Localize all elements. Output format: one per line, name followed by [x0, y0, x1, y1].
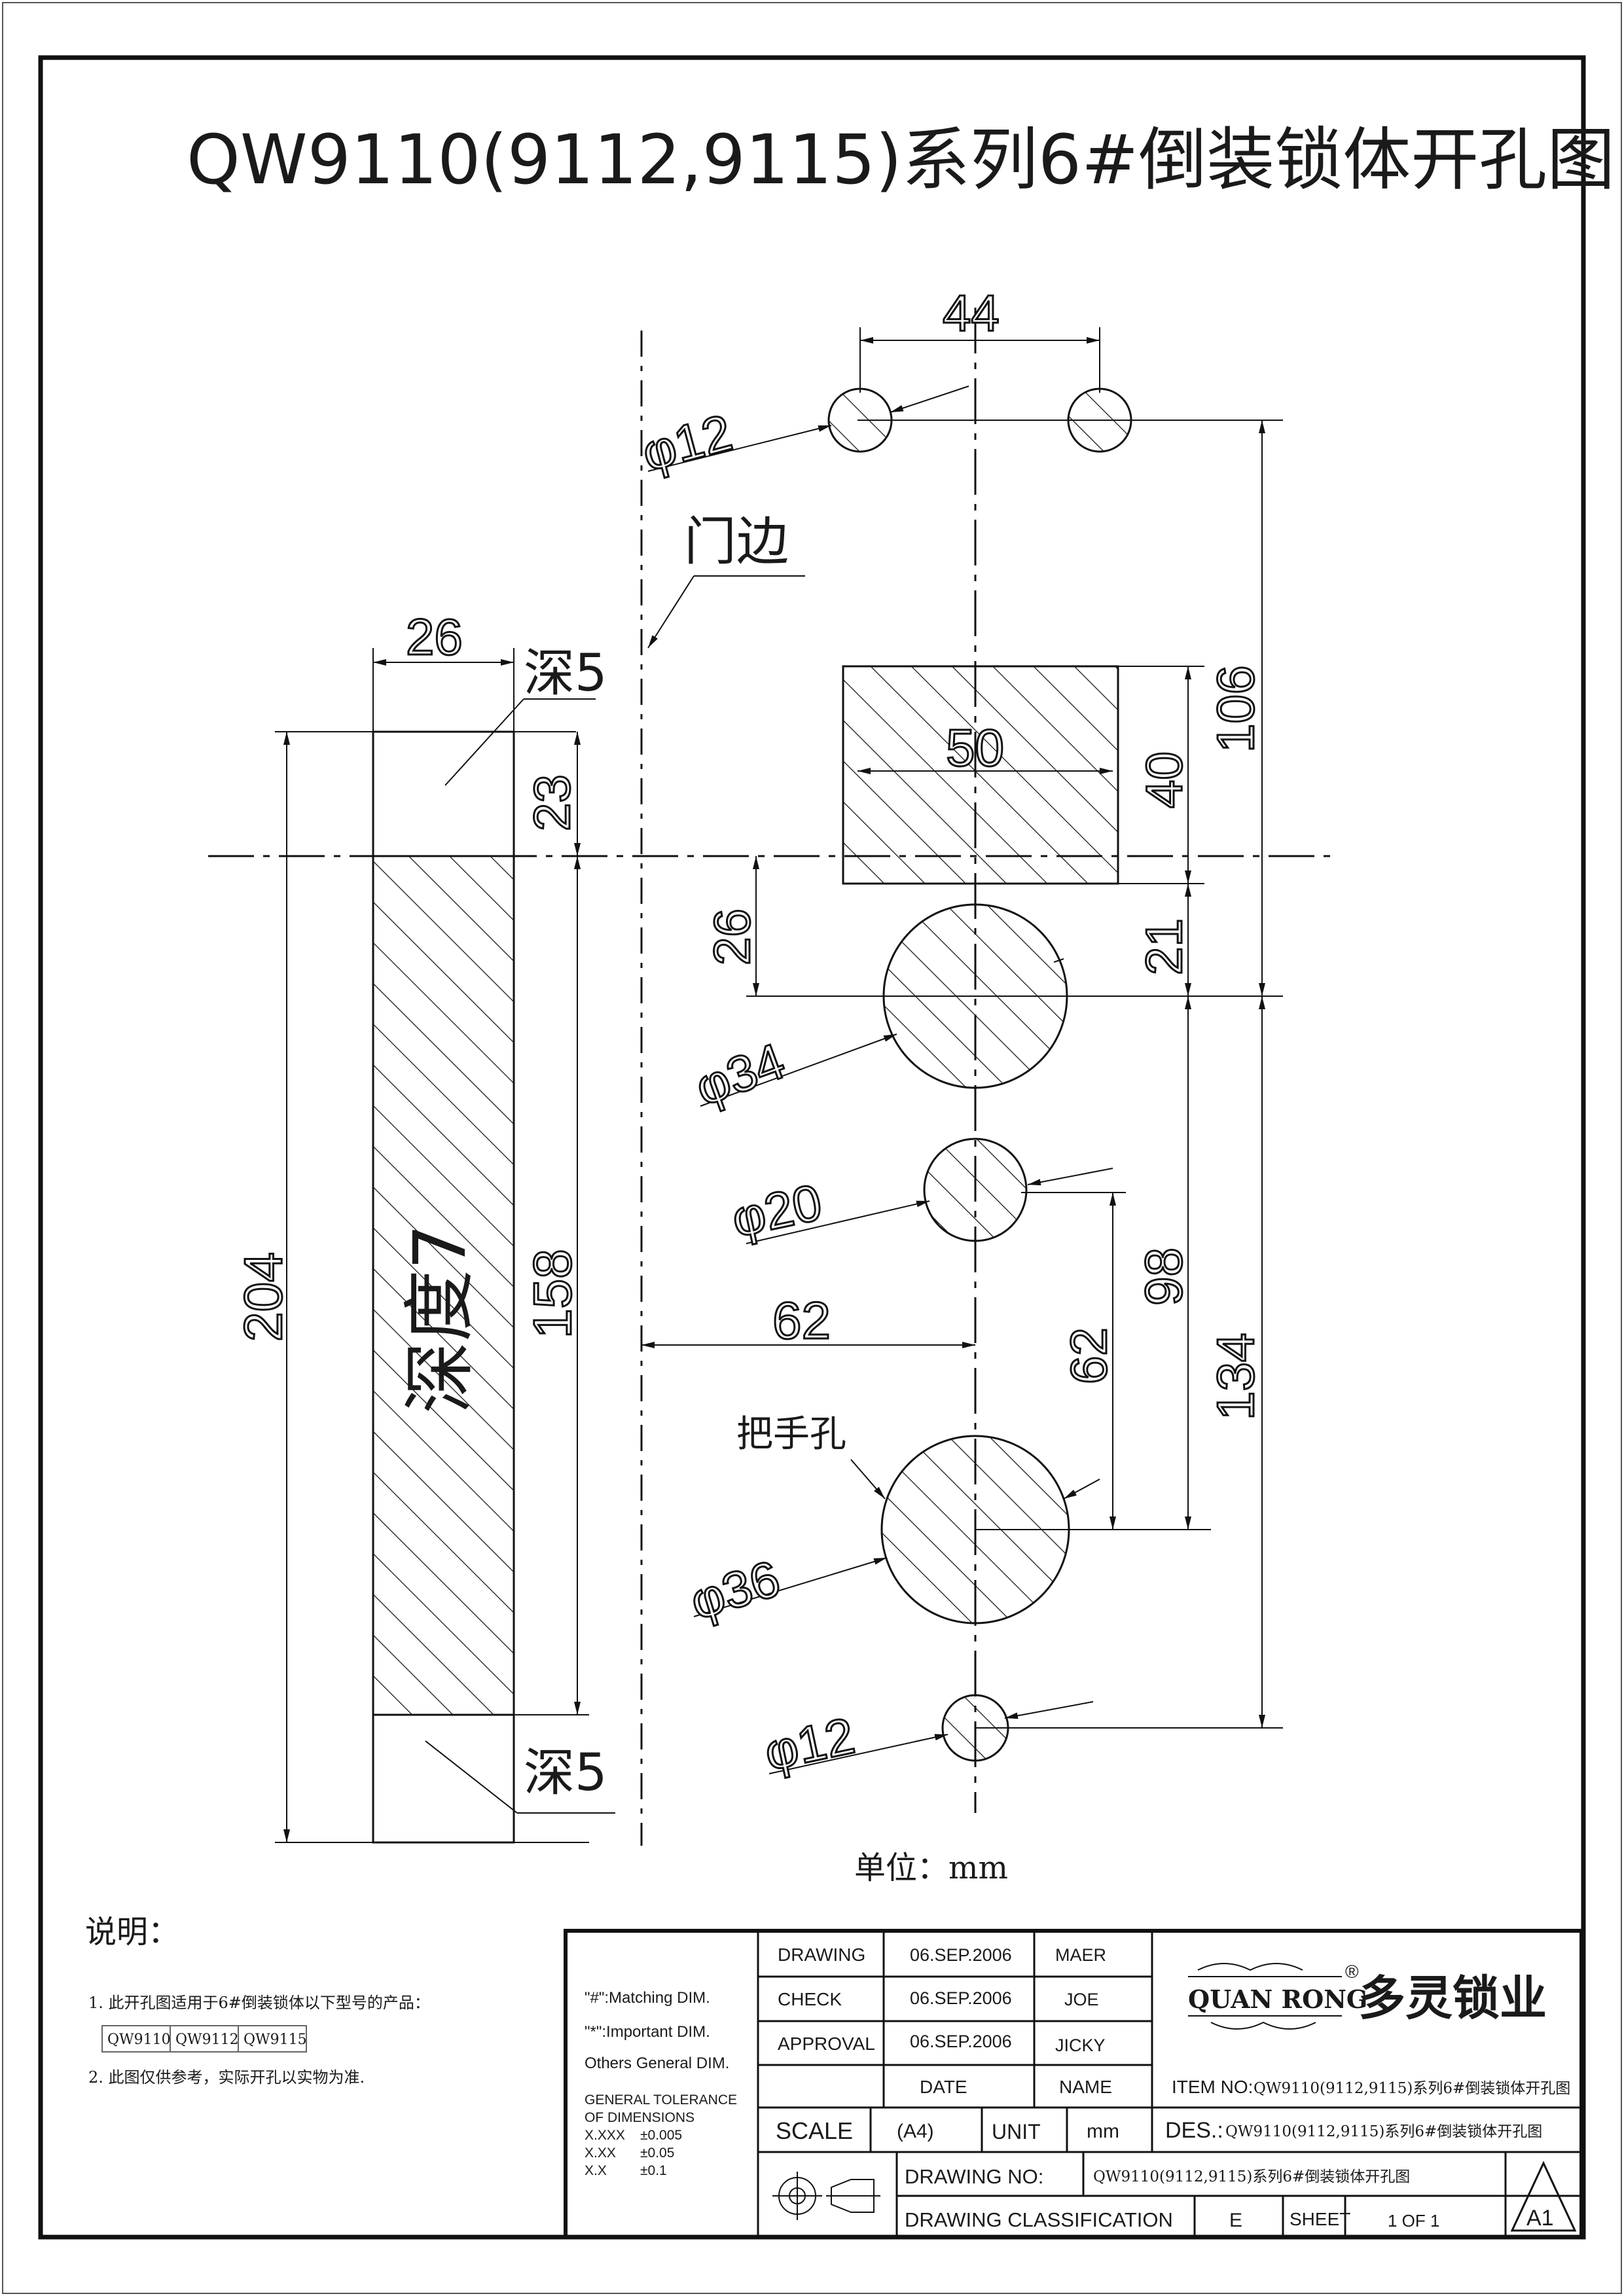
- dim-50: 50: [946, 719, 1004, 777]
- logo-text-en: QUAN RONG: [1188, 1984, 1367, 2014]
- dim-98: 98: [1134, 1247, 1193, 1306]
- label-depth7: 深度7: [398, 1224, 482, 1414]
- rect-pocket: [842, 665, 1119, 885]
- legend-general: Others General DIM.: [585, 2054, 729, 2072]
- leader-d20: [746, 1200, 930, 1244]
- inner-frame: [38, 55, 1586, 2240]
- company-logo: QUAN RONG ® 多灵锁业: [1188, 1962, 1547, 2030]
- tol-val-3: ±0.1: [640, 2163, 667, 2178]
- name-heading: NAME: [1059, 2077, 1112, 2097]
- dim-134: 134: [1206, 1333, 1265, 1420]
- tolerance-heading-1: GENERAL TOLERANCE: [585, 2092, 737, 2108]
- row-drawing-label: DRAWING: [778, 1945, 865, 1965]
- row-drawing-date: 06.SEP.2006: [910, 1945, 1012, 1965]
- dim-21: 21: [1135, 918, 1193, 975]
- note-2: 2. 此图仅供参考，实际开孔以实物为准.: [88, 2068, 365, 2087]
- dim-40: 40: [1135, 751, 1193, 808]
- legend-matching: "#":Matching DIM.: [585, 1989, 710, 2007]
- leader-d36: [693, 1557, 888, 1617]
- tolerance-heading-2: OF DIMENSIONS: [585, 2110, 695, 2125]
- size-mark-triangle-icon: [1510, 2161, 1577, 2232]
- date-heading: DATE: [920, 2077, 967, 2097]
- leader-d12-top-inner: [890, 386, 969, 413]
- row-approval-date: 06.SEP.2006: [910, 2032, 1012, 2051]
- sheet-value: 1 OF 1: [1388, 2211, 1439, 2231]
- leader-depth5-bottom: [425, 1740, 518, 1814]
- leader-d12-bottom-inner: [1004, 1701, 1094, 1719]
- row-check-date: 06.SEP.2006: [910, 1988, 1012, 2008]
- tol-fmt-3: X.X: [585, 2163, 607, 2178]
- registered-mark: ®: [1345, 1962, 1359, 1982]
- notes-heading: 说明：: [85, 1914, 179, 1950]
- label-depth5-bottom: 深5: [524, 1744, 607, 1803]
- scale-label: SCALE: [776, 2117, 853, 2144]
- dim-106: 106: [1206, 666, 1265, 753]
- unit-heading: UNIT: [992, 2120, 1041, 2144]
- note-1: 1. 此开孔图适用于6#倒装锁体以下型号的产品：: [88, 1994, 430, 2012]
- unit-value: mm: [1087, 2121, 1119, 2142]
- unit-label: 单位：mm: [854, 1850, 1008, 1886]
- label-handle-hole: 把手孔: [736, 1413, 846, 1456]
- tol-fmt-2: X.XX: [585, 2145, 616, 2161]
- deep-pocket-hatch: [372, 855, 515, 1716]
- dim-158: 158: [523, 1249, 583, 1338]
- leader-depth5-top: [444, 698, 524, 786]
- label-d12-top: φ12: [636, 403, 738, 482]
- row-approval-label: APPROVAL: [778, 2034, 875, 2054]
- item-no-label: ITEM NO:: [1172, 2077, 1253, 2097]
- projection-symbol-icon: [772, 2172, 880, 2220]
- leader-handle-hole: [850, 1459, 886, 1499]
- dim-26-top: 26: [406, 608, 463, 666]
- model-3: QW9115: [244, 2032, 307, 2048]
- hole-d20: [923, 1138, 1028, 1242]
- leader-d34: [700, 1033, 897, 1107]
- des-value: QW9110(9112,9115)系列6#倒装锁体开孔图: [1225, 2123, 1542, 2140]
- label-depth5-top: 深5: [524, 644, 607, 703]
- item-no-value: QW9110(9112,9115)系列6#倒装锁体开孔图: [1254, 2080, 1570, 2097]
- page-title: QW9110(9112,9115)系列6#倒装锁体开孔图: [187, 120, 1615, 200]
- label-d12-bottom: φ12: [759, 1706, 859, 1782]
- size-mark: A1: [1526, 2206, 1554, 2231]
- drawing-no-label: DRAWING NO:: [905, 2165, 1043, 2188]
- leader-door-edge: [647, 575, 695, 649]
- classification-label: DRAWING CLASSIFICATION: [905, 2208, 1173, 2231]
- model-1: QW9110: [107, 2032, 171, 2048]
- tol-val-2: ±0.05: [640, 2145, 674, 2161]
- dim-62-h: 62: [772, 1291, 831, 1350]
- dim-62-v: 62: [1060, 1327, 1117, 1384]
- legend-important: "*":Important DIM.: [585, 2023, 710, 2041]
- label-door-edge: 门边: [684, 511, 789, 572]
- logo-text-cn: 多灵锁业: [1358, 1971, 1547, 2026]
- label-d20: φ20: [727, 1173, 827, 1248]
- dim-204: 204: [234, 1252, 293, 1342]
- row-check-name: JOE: [1064, 1990, 1099, 2009]
- model-box-3: [238, 2025, 307, 2053]
- leader-d20-inner: [1027, 1168, 1113, 1186]
- row-approval-name: JICKY: [1055, 2036, 1106, 2055]
- scale-value: (A4): [897, 2121, 934, 2142]
- leader-d36-inner: [1063, 1479, 1100, 1499]
- leader-d12-top: [647, 425, 832, 472]
- classification-value: E: [1229, 2210, 1242, 2231]
- title-block: [564, 1929, 1583, 2239]
- label-d36: φ36: [683, 1549, 786, 1630]
- tol-val-1: ±0.005: [640, 2128, 682, 2143]
- des-label: DES.:: [1165, 2118, 1223, 2143]
- leader-d12-bottom: [768, 1734, 948, 1774]
- tol-fmt-1: X.XXX: [585, 2128, 625, 2143]
- model-2: QW9112: [175, 2032, 239, 2048]
- row-drawing-name: MAER: [1055, 1945, 1106, 1965]
- row-check-label: CHECK: [778, 1989, 842, 2009]
- leader-d34-inner: [1053, 958, 1064, 963]
- dim-23: 23: [523, 774, 581, 831]
- dim-26-mid: 26: [703, 908, 761, 965]
- label-d34: φ34: [688, 1031, 792, 1117]
- dim-44: 44: [943, 284, 1000, 342]
- sheet-label: SHEET: [1290, 2209, 1350, 2229]
- drawing-no-value: QW9110(9112,9115)系列6#倒装锁体开孔图: [1093, 2168, 1410, 2185]
